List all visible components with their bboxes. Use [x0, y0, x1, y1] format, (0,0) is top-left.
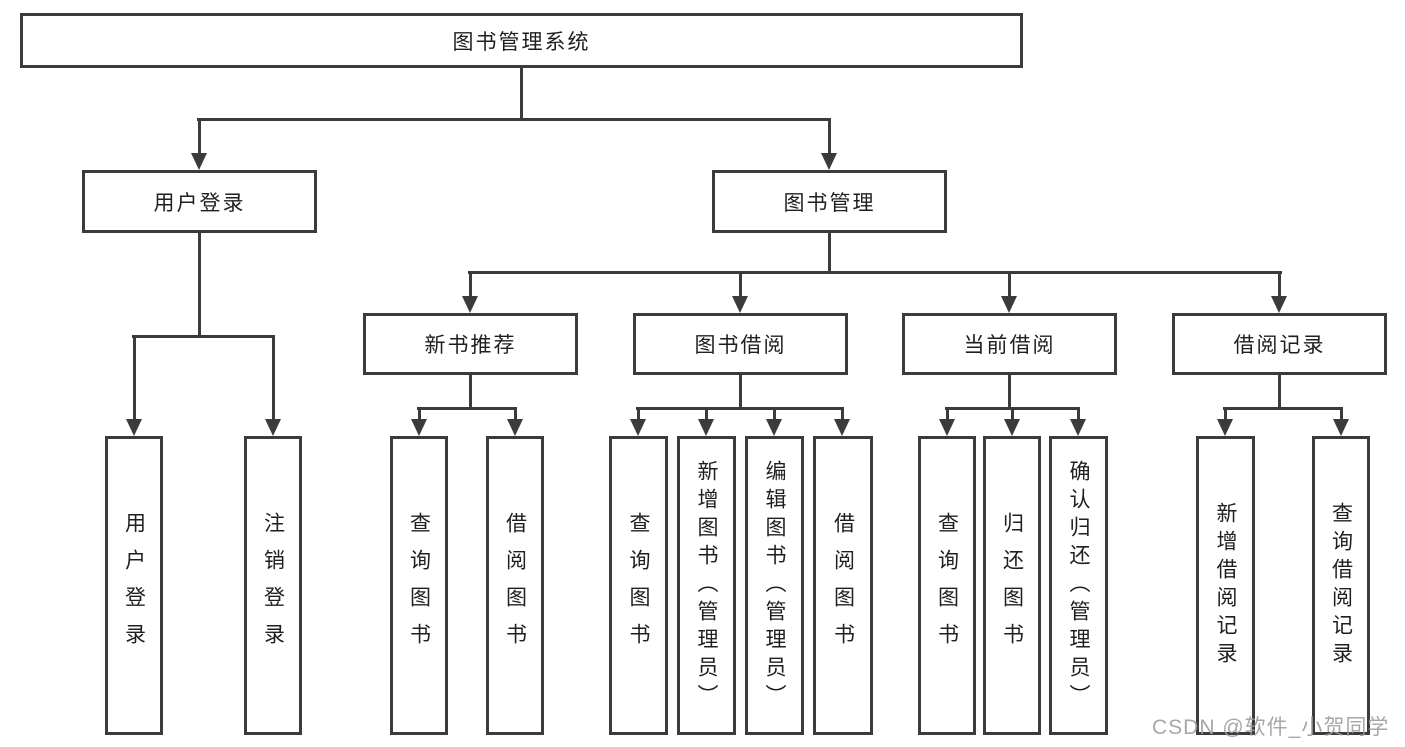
connector-line [198, 118, 201, 155]
arrow-head [507, 419, 523, 436]
connector-line [132, 335, 274, 338]
connector-line [828, 118, 831, 155]
connector-line [520, 68, 523, 118]
node-new-book-recommend: 新书推荐 [363, 313, 578, 375]
leaf-label: 新增借阅记录 [1214, 501, 1237, 670]
leaf-label: 借阅图书 [831, 511, 855, 660]
leaf-borrow-query-book: 查询图书 [609, 436, 668, 735]
leaf-label: 编辑图书（管理员） [763, 459, 786, 712]
arrow-head [732, 296, 748, 313]
leaf-label: 归还图书 [1000, 511, 1024, 660]
connector-line [469, 375, 472, 407]
connector-line [637, 407, 640, 421]
node-borrow-record: 借阅记录 [1172, 313, 1387, 375]
leaf-confirm-return-admin: 确认归还（管理员） [1049, 436, 1108, 735]
leaf-label: 借阅图书 [503, 511, 527, 660]
leaf-current-query-book: 查询图书 [918, 436, 976, 735]
connector-line [828, 233, 831, 271]
leaf-recommend-query-book: 查询图书 [390, 436, 448, 735]
arrow-head [191, 153, 207, 170]
arrow-head [126, 419, 142, 436]
connector-line [636, 407, 844, 410]
arrow-head [462, 296, 478, 313]
leaf-label: 查询图书 [407, 511, 431, 660]
connector-line [418, 407, 421, 421]
leaf-add-book-admin: 新增图书（管理员） [677, 436, 736, 735]
connector-line [469, 271, 472, 298]
connector-line [1278, 375, 1281, 407]
arrow-head [1217, 419, 1233, 436]
leaf-borrow-book: 借阅图书 [813, 436, 873, 735]
connector-line [198, 233, 201, 335]
node-book-borrow: 图书借阅 [633, 313, 848, 375]
connector-line [1223, 407, 1343, 410]
leaf-recommend-borrow-book: 借阅图书 [486, 436, 544, 735]
leaf-label: 确认归还（管理员） [1067, 459, 1090, 712]
leaf-user-login: 用户登录 [105, 436, 163, 735]
connector-line [841, 407, 844, 421]
node-book-management: 图书管理 [712, 170, 947, 233]
arrow-head [1333, 419, 1349, 436]
leaf-add-borrow-record: 新增借阅记录 [1196, 436, 1255, 735]
connector-line [468, 271, 1282, 274]
connector-line [133, 335, 136, 421]
leaf-label: 新增图书（管理员） [695, 459, 718, 712]
leaf-label: 查询图书 [935, 511, 959, 660]
connector-line [1011, 407, 1014, 421]
connector-line [946, 407, 949, 421]
arrow-head [1271, 296, 1287, 313]
connector-line [739, 271, 742, 298]
arrow-head [766, 419, 782, 436]
connector-line [1008, 375, 1011, 407]
node-user-login-branch: 用户登录 [82, 170, 317, 233]
connector-line [272, 335, 275, 421]
leaf-label: 注销登录 [261, 511, 285, 660]
leaf-label: 查询借阅记录 [1329, 501, 1353, 670]
arrow-head [630, 419, 646, 436]
leaf-return-book: 归还图书 [983, 436, 1041, 735]
arrow-head [698, 419, 714, 436]
connector-line [514, 407, 517, 421]
node-current-borrow: 当前借阅 [902, 313, 1117, 375]
leaf-edit-book-admin: 编辑图书（管理员） [745, 436, 804, 735]
connector-line [739, 375, 742, 407]
arrow-head [411, 419, 427, 436]
node-root: 图书管理系统 [20, 13, 1023, 68]
connector-line [1224, 407, 1227, 421]
leaf-label: 查询图书 [627, 511, 650, 660]
leaf-label: 用户登录 [122, 511, 146, 660]
arrow-head [821, 153, 837, 170]
connector-line [1077, 407, 1080, 421]
csdn-watermark: CSDN @软件_小贺同学 [1152, 716, 1390, 739]
connector-line [1340, 407, 1343, 421]
arrow-head [265, 419, 281, 436]
connector-line [773, 407, 776, 421]
arrow-head [1004, 419, 1020, 436]
arrow-head [939, 419, 955, 436]
arrow-head [1001, 296, 1017, 313]
arrow-head [1070, 419, 1086, 436]
connector-line [1008, 271, 1011, 298]
connector-line [197, 118, 831, 121]
connector-line [417, 407, 517, 410]
arrow-head [834, 419, 850, 436]
leaf-logout: 注销登录 [244, 436, 302, 735]
connector-line [1278, 271, 1281, 298]
connector-line [705, 407, 708, 421]
leaf-query-borrow-record: 查询借阅记录 [1312, 436, 1370, 735]
